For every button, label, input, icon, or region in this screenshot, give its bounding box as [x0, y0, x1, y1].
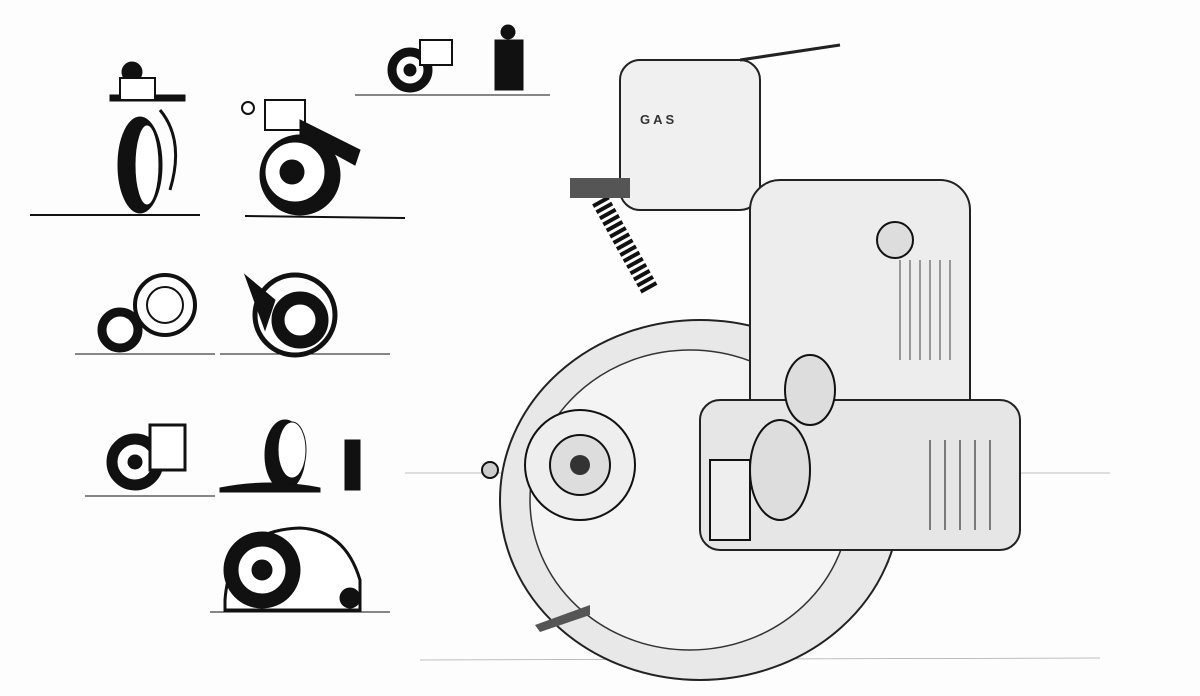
- gas-tank-label: GAS: [640, 112, 678, 127]
- sketch-row-3: [106, 419, 361, 493]
- sketch-bottom: [223, 526, 362, 612]
- sketch-small-top: [387, 24, 524, 93]
- sketch-front-view: [109, 61, 186, 214]
- sketch-row-2: [97, 272, 338, 358]
- large-engine-drawing: [481, 43, 1021, 681]
- sketch-three-quarter: [241, 99, 361, 216]
